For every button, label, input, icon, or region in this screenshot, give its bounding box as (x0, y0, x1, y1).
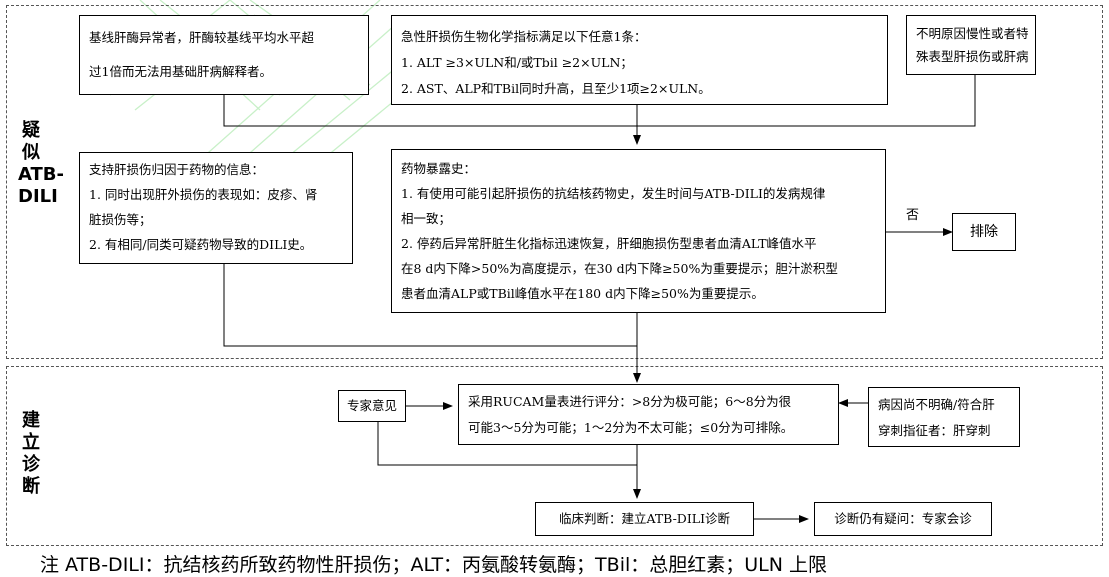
exclude-box: 排除 (952, 213, 1016, 251)
connector-expert-down (377, 422, 637, 466)
baseline-abnormal-box: 基线肝酶异常者，肝酶较基线平均水平超 过1倍而无法用基础肝病解释者。 (79, 15, 369, 95)
expert-opinion-box: 专家意见 (338, 390, 406, 422)
footnote: 注 ATB-DILI：抗结核药所致药物性肝损伤；ALT：丙氨酸转氨酶；TBil：… (40, 554, 827, 576)
chronic-liver-box: 不明原因慢性或者特 殊表型肝损伤或肝病 (906, 15, 1036, 75)
suspect-section (6, 5, 1103, 359)
expert-consult-box: 诊断仍有疑问：专家会诊 (814, 502, 992, 536)
diagnosis-section (6, 366, 1103, 546)
clinical-judgment-box: 临床判断：建立ATB-DILI诊断 (535, 502, 754, 536)
connector-support (223, 264, 637, 347)
no-label: 否 (906, 208, 920, 223)
supporting-info-box: 支持肝损伤归因于药物的信息： 1. 同时出现肝外损伤的表现如：皮疹、肾 脏损伤等… (79, 152, 353, 264)
biopsy-box: 病因尚不明确/符合肝 穿刺指征者：肝穿刺 (868, 387, 1020, 447)
rucam-box: 采用RUCAM量表进行评分：>8分为极可能；6～8分为很 可能3～5分为可能；1… (458, 384, 839, 445)
connector-chronic (637, 75, 976, 127)
drug-exposure-box: 药物暴露史： 1. 有使用可能引起肝损伤的抗结核药物史，发生时间与ATB-DIL… (391, 149, 886, 313)
connector-baseline (223, 95, 637, 127)
diagnosis-section-label: 建立诊断 (22, 410, 40, 497)
acute-criteria-box: 急性肝损伤生物化学指标满足以下任意1条： 1. ALT ≥3×ULN和/或Tbi… (391, 15, 888, 105)
